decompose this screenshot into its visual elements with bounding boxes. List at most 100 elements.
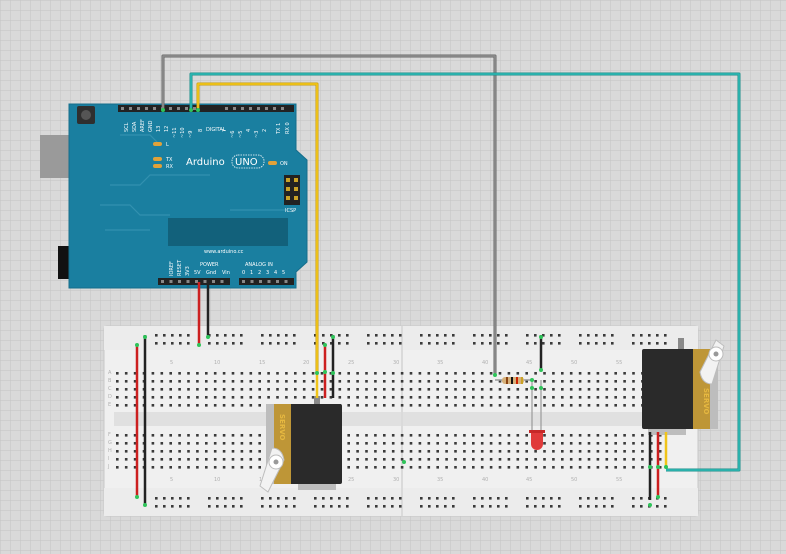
breadboard-hole: [480, 466, 484, 469]
breadboard-hole: [169, 458, 172, 461]
breadboard-hole: [400, 442, 404, 445]
breadboard-hole: [231, 396, 235, 399]
header-hole: [284, 280, 288, 283]
breadboard-hole: [222, 442, 226, 445]
breadboard-hole: [454, 458, 457, 461]
pin-label-a3: 3: [266, 270, 269, 276]
connection-dot: [197, 343, 201, 347]
rail-hole: [558, 505, 561, 508]
breadboard-hole: [561, 396, 564, 399]
breadboard-hole: [507, 388, 511, 391]
breadboard-hole: [213, 434, 217, 437]
breadboard-hole: [427, 396, 431, 399]
breadboard-hole: [463, 466, 466, 469]
breadboard-hole: [205, 450, 208, 453]
pin-label-aref: AREF: [140, 119, 146, 132]
rail-hole: [224, 505, 227, 508]
breadboard-hole: [374, 458, 377, 461]
servo-right[interactable]: SERVO: [642, 338, 725, 468]
breadboard-hole: [169, 442, 172, 445]
column-number: 35: [437, 477, 443, 483]
breadboard-hole: [258, 404, 261, 407]
breadboard-hole: [632, 466, 635, 469]
breadboard-hole: [409, 388, 413, 391]
breadboard-hole: [374, 388, 377, 391]
header-hole: [267, 280, 271, 283]
rail-hole: [322, 505, 325, 508]
rail-hole: [375, 497, 378, 500]
breadboard-hole: [116, 404, 119, 407]
rail-hole: [338, 497, 341, 500]
breadboard-hole: [525, 404, 528, 407]
breadboard-hole: [596, 442, 600, 445]
breadboard-hole: [347, 466, 350, 469]
breadboard-hole: [169, 466, 172, 469]
rail-hole: [171, 505, 174, 508]
rail-hole: [648, 334, 651, 337]
header-hole: [276, 280, 279, 283]
breadboard-hole: [480, 434, 484, 437]
breadboard-hole: [480, 442, 484, 445]
breadboard-hole: [569, 434, 573, 437]
breadboard-hole: [614, 458, 617, 461]
breadboard-hole: [614, 404, 617, 407]
pin-label-rx: RX 0: [285, 122, 291, 134]
breadboard-hole: [169, 434, 172, 437]
breadboard-hole: [561, 458, 564, 461]
servo-right-label: SERVO: [702, 388, 710, 415]
breadboard-hole: [578, 434, 582, 437]
breadboard-hole: [249, 458, 253, 461]
breadboard-hole: [543, 442, 546, 445]
breadboard-hole: [222, 404, 226, 407]
breadboard-hole: [463, 380, 466, 383]
breadboard-hole: [116, 380, 119, 383]
rail-hole: [603, 342, 606, 345]
rail-hole: [648, 342, 651, 345]
breadboard-hole: [454, 396, 457, 399]
breadboard-hole: [632, 372, 635, 375]
breadboard-hole: [187, 458, 190, 461]
breadboard-hole: [285, 388, 288, 391]
rail-hole: [505, 505, 508, 508]
breadboard-hole: [196, 404, 199, 407]
breadboard-hole: [552, 380, 555, 383]
rail-hole: [436, 505, 439, 508]
breadboard-hole: [374, 442, 377, 445]
rail-hole: [534, 342, 537, 345]
rail-hole: [216, 505, 219, 508]
wire-gray-gnd-fill: [162, 55, 496, 375]
breadboard-hole: [391, 450, 395, 453]
column-number: 25: [348, 360, 354, 366]
breadboard-hole: [409, 466, 413, 469]
rail-hole: [481, 342, 484, 345]
rail-hole: [603, 334, 606, 337]
breadboard-hole: [472, 466, 475, 469]
rail-hole: [216, 497, 219, 500]
breadboard-hole: [356, 458, 359, 461]
breadboard-hole: [311, 396, 315, 399]
rail-hole: [558, 342, 561, 345]
breadboard-hole: [391, 442, 395, 445]
rail-hole: [277, 497, 280, 500]
breadboard-hole: [507, 466, 511, 469]
breadboard-hole: [454, 450, 457, 453]
breadboard-hole: [418, 442, 422, 445]
rx-led-label: RX: [166, 164, 173, 170]
servo-left[interactable]: SERVO: [259, 396, 342, 493]
rail-hole: [293, 497, 296, 500]
breadboard-hole: [347, 434, 350, 437]
resistor[interactable]: [495, 377, 532, 384]
row-letter: A: [108, 370, 112, 376]
breadboard-hole: [409, 434, 413, 437]
breadboard-hole: [222, 434, 226, 437]
breadboard-hole: [543, 372, 546, 375]
breadboard-hole: [418, 380, 422, 383]
rail-hole: [240, 505, 243, 508]
column-number: 15: [259, 360, 265, 366]
connection-dot: [135, 343, 139, 347]
breadboard-hole: [151, 450, 155, 453]
rail-hole: [187, 505, 190, 508]
breadboard-hole: [205, 388, 208, 391]
rail-hole: [481, 497, 484, 500]
rail-hole: [664, 342, 667, 345]
